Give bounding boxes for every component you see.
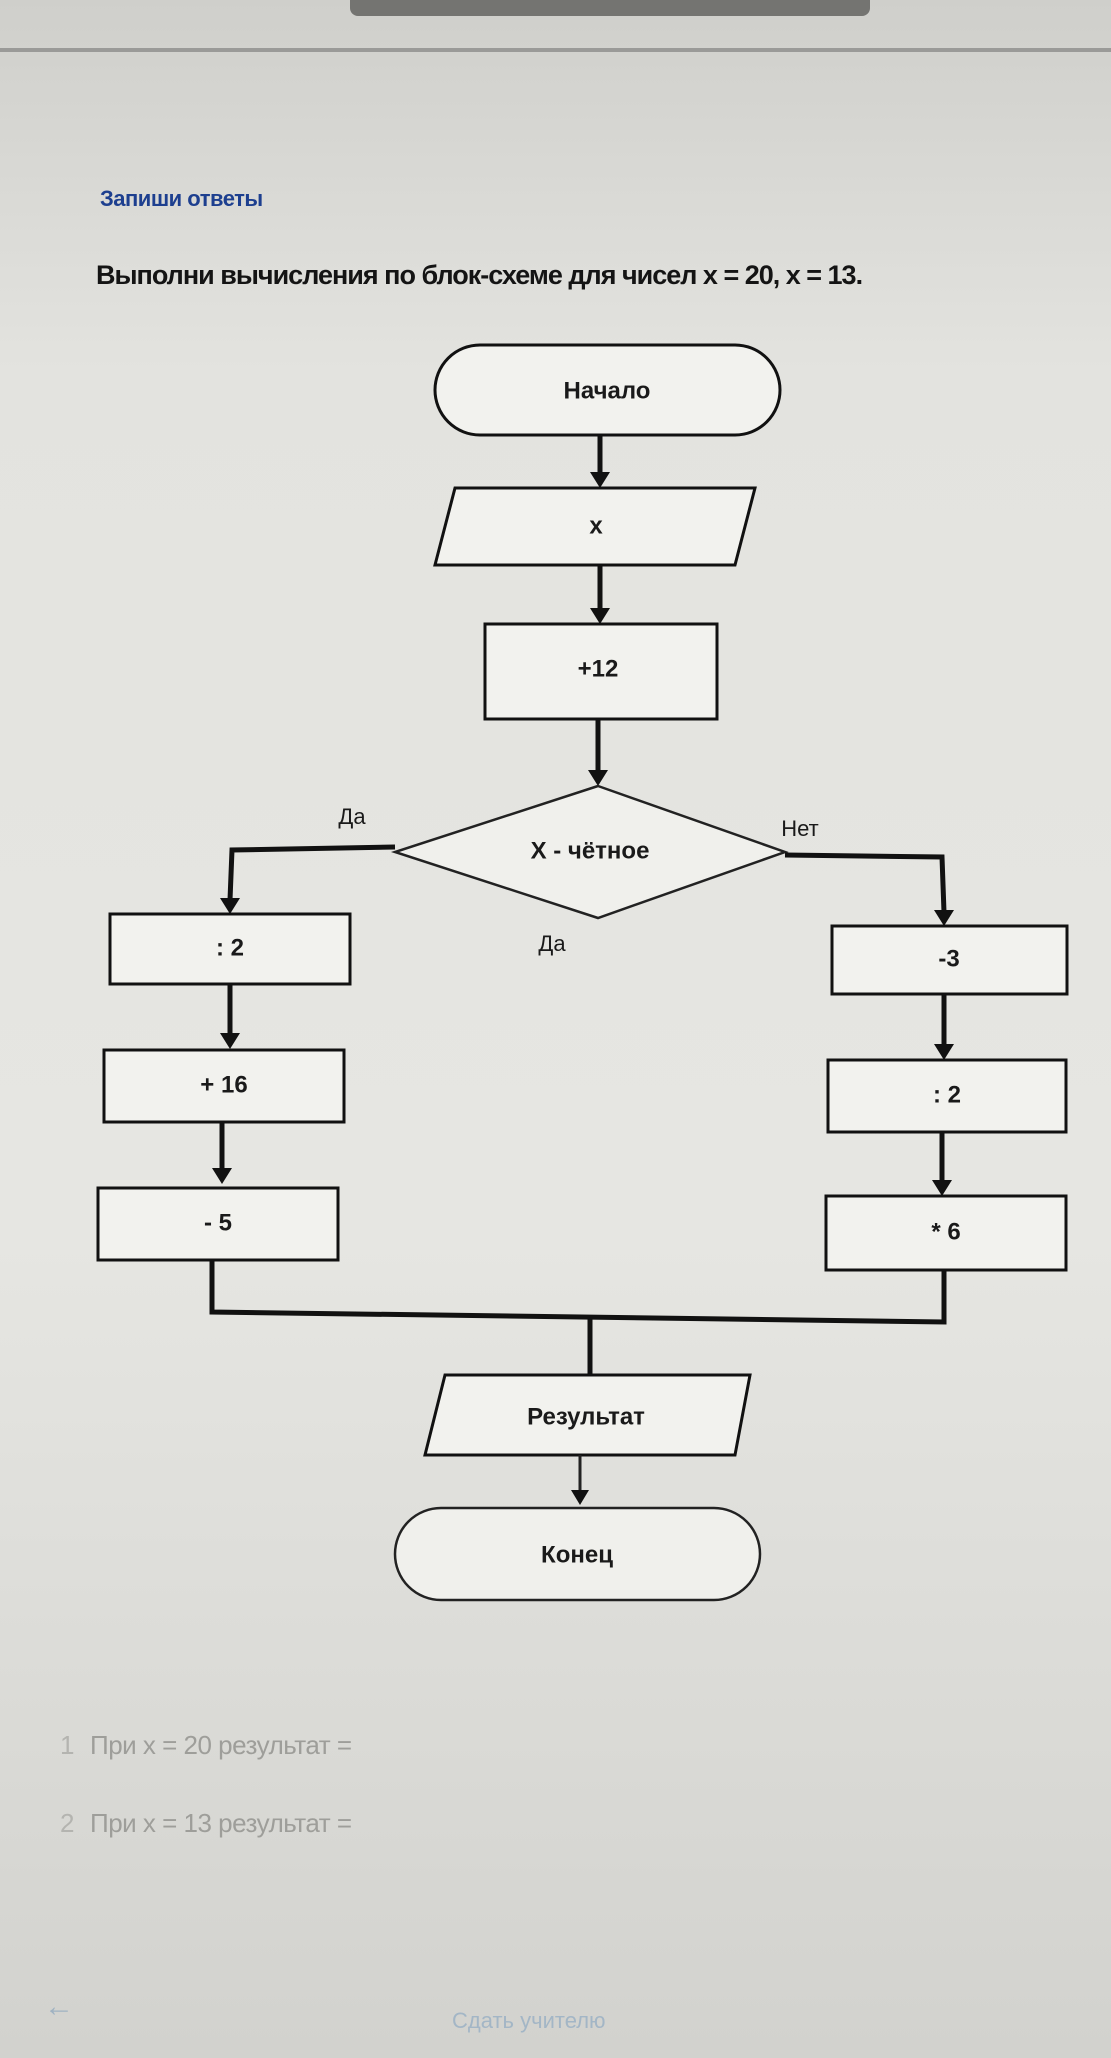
add-12-label: +12: [578, 655, 619, 682]
arrow-to-left-step-1: [220, 898, 240, 914]
left-step-3-label: - 5: [204, 1209, 232, 1236]
connector-yes-branch: [227, 844, 396, 901]
answer-1-number: 1: [60, 1730, 74, 1760]
answer-2-number: 2: [60, 1808, 74, 1838]
output-label: Результат: [527, 1403, 645, 1430]
left-step-2: [102, 1048, 346, 1124]
header-divider: [0, 48, 1111, 52]
left-step-2-label: + 16: [200, 1071, 247, 1098]
flowchart: Начало x +12 X - чётное Да Нет Да : 2 + …: [96, 343, 1069, 1602]
section-title: Запиши ответы: [100, 186, 263, 211]
branch-yes-below-label: Да: [538, 931, 566, 956]
end-label: Конец: [541, 1541, 613, 1568]
task-text: Выполни вычисления по блок-схеме для чис…: [96, 260, 863, 290]
right-step-3-label: * 6: [931, 1218, 960, 1245]
end-terminator: [393, 1506, 762, 1602]
arrow-to-decision: [588, 770, 608, 786]
arrow-to-right-step-1: [934, 910, 954, 926]
answer-1: 1 При x = 20 результат =: [60, 1730, 352, 1761]
right-step-1: [830, 924, 1069, 996]
connector-merge: [209, 1260, 947, 1325]
process-add-12: [483, 622, 719, 721]
header-bar-cropped: [350, 0, 870, 16]
connector-no-branch: [784, 852, 947, 913]
answer-1-text: При x = 20 результат =: [90, 1730, 352, 1760]
arrow-to-left-step-2: [220, 1033, 240, 1049]
input-label: x: [589, 512, 603, 539]
branch-yes-left-label: Да: [338, 804, 366, 829]
input-box: [433, 486, 757, 567]
right-step-2: [826, 1058, 1068, 1134]
arrow-to-input: [590, 472, 610, 488]
branch-no-label: Нет: [781, 816, 818, 841]
arrow-to-left-step-3: [212, 1168, 232, 1184]
arrow-to-end: [571, 1490, 589, 1505]
left-step-1-label: : 2: [216, 934, 244, 961]
right-step-3: [824, 1194, 1068, 1272]
arrow-to-right-step-3: [932, 1180, 952, 1196]
start-terminator: [433, 343, 782, 437]
answer-2: 2 При x = 13 результат =: [60, 1808, 352, 1839]
arrow-to-right-step-2: [934, 1044, 954, 1060]
answer-2-text: При x = 13 результат =: [90, 1808, 352, 1838]
decision-label: X - чётное: [531, 837, 650, 864]
arrow-to-add: [590, 608, 610, 624]
right-step-1-label: -3: [938, 945, 959, 972]
arrow-left-icon[interactable]: ←: [44, 1990, 74, 2023]
left-step-3: [96, 1186, 340, 1262]
right-step-2-label: : 2: [933, 1081, 961, 1108]
output-box: [423, 1373, 752, 1457]
decision-diamond: [390, 784, 789, 920]
start-label: Начало: [564, 377, 651, 404]
send-to-teacher-button[interactable]: Сдать учителю: [452, 2008, 606, 2033]
